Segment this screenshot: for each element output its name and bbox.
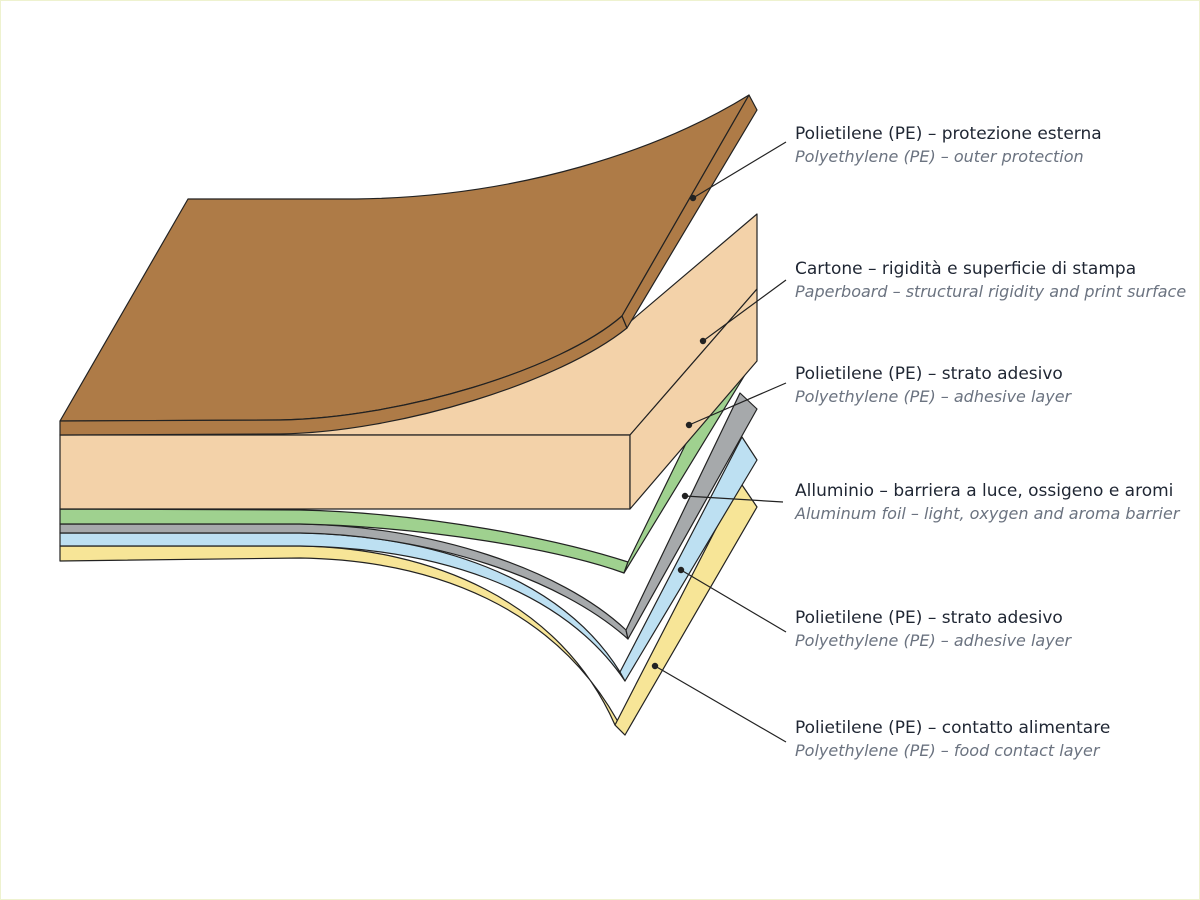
label-aluminum-en: Aluminum foil – light, oxygen and aroma …: [795, 504, 1180, 523]
label-adhesive-pe-2-en: Polyethylene (PE) – adhesive layer: [795, 631, 1072, 650]
label-adhesive-pe-en: Polyethylene (PE) – adhesive layer: [795, 387, 1072, 406]
leader-line-aluminum: [684, 495, 784, 503]
leader-line-food-pe: [654, 665, 787, 743]
label-paperboard: Cartone – rigidità e superficie di stamp…: [795, 258, 1195, 304]
label-food-pe-en: Polyethylene (PE) – food contact layer: [795, 741, 1100, 760]
leader-dot-outer-pe: [689, 194, 697, 202]
label-adhesive-pe-it: Polietilene (PE) – strato adesivo: [795, 364, 1063, 384]
leader-dot-food-pe: [651, 662, 659, 670]
leader-lines: [651, 141, 787, 743]
layer-aluminum-foil: [59, 392, 758, 640]
label-adhesive-pe: Polietilene (PE) – strato adesivo Polyet…: [795, 363, 1195, 409]
layer-paperboard: [59, 213, 758, 510]
label-adhesive-pe-2: Polietilene (PE) – strato adesivo Polyet…: [795, 607, 1195, 653]
label-paperboard-it: Cartone – rigidità e superficie di stamp…: [795, 259, 1137, 279]
paperboard-side: [629, 288, 758, 510]
label-outer-pe-it: Polietilene (PE) – protezione esterna: [795, 124, 1102, 144]
layer-outer-pe: [59, 94, 758, 436]
label-adhesive-pe-2-it: Polietilene (PE) – strato adesivo: [795, 608, 1063, 628]
label-aluminum: Alluminio – barriera a luce, ossigeno e …: [795, 480, 1195, 526]
label-food-pe-it: Polietilene (PE) – contatto alimentare: [795, 718, 1111, 738]
leader-line-adhesive-pe: [688, 382, 787, 426]
label-outer-pe: Polietilene (PE) – protezione esterna Po…: [795, 123, 1195, 169]
leader-line-paperboard: [702, 279, 787, 342]
outer-pe-edge: [621, 94, 758, 329]
label-outer-pe-en: Polyethylene (PE) – outer protection: [795, 147, 1084, 166]
food-pe-edge: [614, 481, 758, 736]
paperboard-front: [59, 434, 631, 510]
leader-line-adhesive-pe-2: [680, 569, 787, 633]
aluminum-edge: [625, 392, 758, 640]
label-aluminum-it: Alluminio – barriera a luce, ossigeno e …: [795, 481, 1174, 501]
label-food-pe: Polietilene (PE) – contatto alimentare P…: [795, 717, 1195, 763]
label-paperboard-en: Paperboard – structural rigidity and pri…: [795, 282, 1187, 301]
leader-dot-aluminum: [681, 492, 689, 500]
leader-dot-paperboard: [699, 337, 707, 345]
layer-food-contact-pe: [59, 481, 758, 736]
leader-line-outer-pe: [692, 141, 787, 199]
leader-dot-adhesive-pe: [685, 421, 693, 429]
leader-dot-adhesive-pe-2: [677, 566, 685, 574]
